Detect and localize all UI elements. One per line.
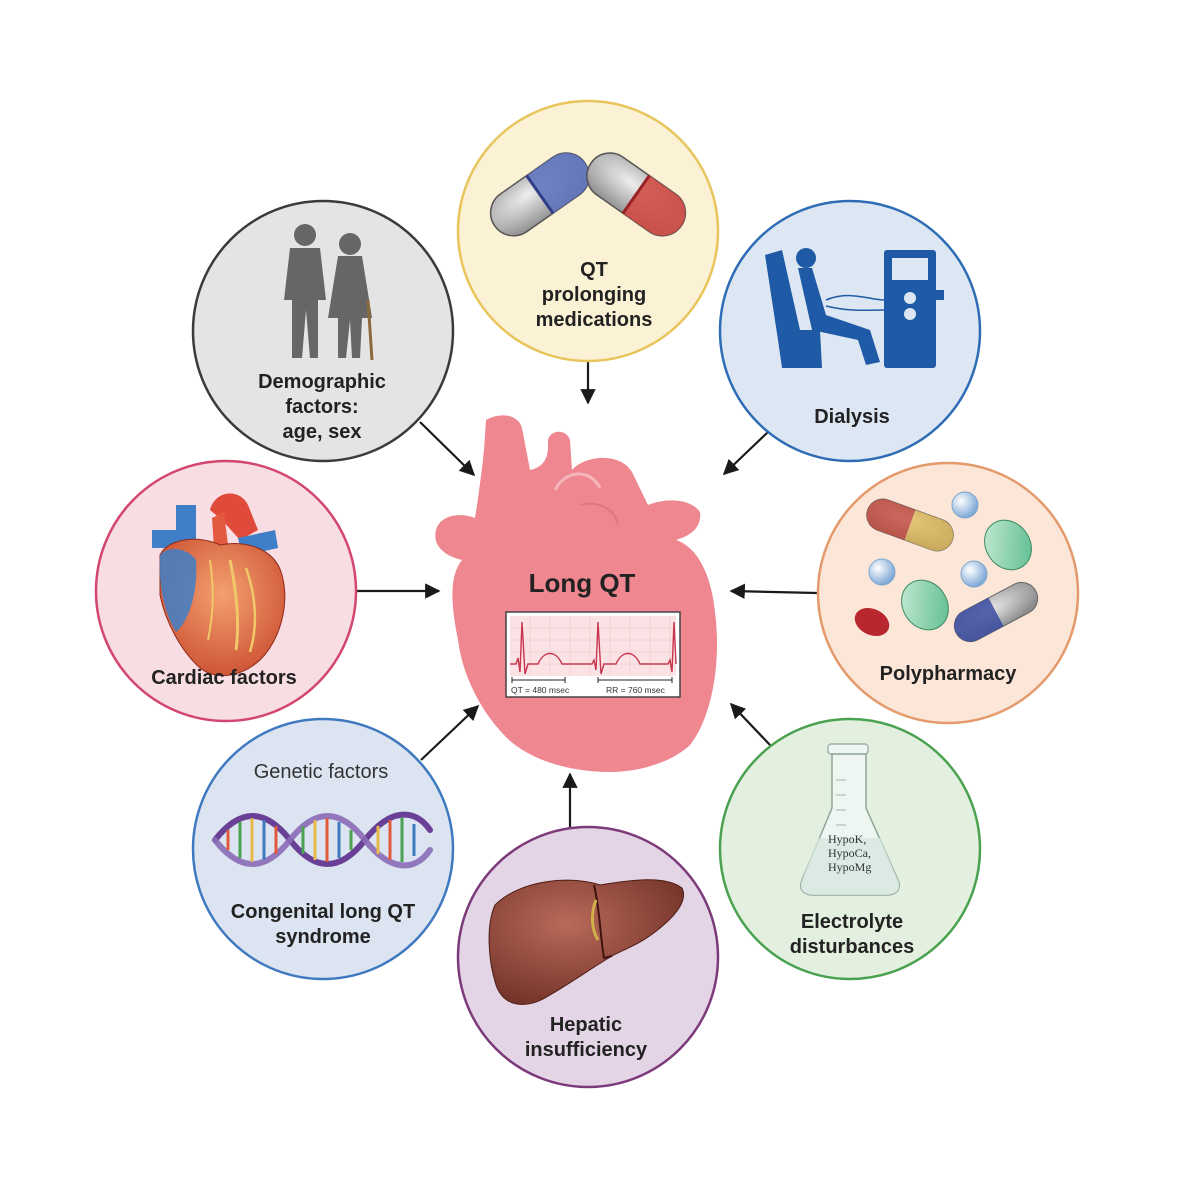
qt-interval-label: QT = 480 msec — [511, 685, 570, 695]
arrow-congenital — [420, 704, 480, 761]
circle-medications — [456, 99, 720, 363]
dialysis-icon — [765, 248, 944, 368]
label-congenital: Congenital long QT syndrome — [231, 900, 415, 950]
label-line: Genetic factors — [253, 761, 389, 783]
circle-electrolyte — [718, 717, 982, 981]
arrow-demographic — [419, 421, 476, 477]
label-line: Hepatic — [549, 1014, 623, 1036]
label-dialysis: Dialysis — [814, 405, 890, 430]
arrow-dialysis — [722, 431, 769, 476]
label-line: medications — [535, 309, 653, 331]
capsule-pair-icon — [489, 152, 687, 237]
circle-polypharmacy — [816, 461, 1080, 725]
circle-cardiac — [94, 459, 358, 723]
arrow-electrolyte — [729, 702, 771, 746]
pills-icon — [854, 491, 1039, 643]
label-line: Polypharmacy — [879, 663, 1017, 685]
liver-icon — [488, 879, 684, 1005]
elderly-couple-icon — [284, 224, 374, 361]
label-demographic: Demographic factors: age, sex — [258, 370, 386, 445]
circle-congenital — [191, 717, 455, 981]
flask-line: HypoCa, — [828, 846, 871, 860]
label-line: Cardiac factors — [151, 667, 297, 689]
rr-interval-label: RR = 760 msec — [606, 685, 665, 695]
circle-dialysis — [718, 199, 982, 463]
ecg-trace — [510, 621, 677, 675]
label-line: Demographic — [258, 371, 386, 393]
label-hepatic: Hepatic insufficiency — [525, 1013, 647, 1063]
label-line: age, sex — [282, 421, 362, 443]
label-medications: QT prolonging medications — [536, 258, 653, 333]
arrow-polypharmacy — [729, 583, 818, 600]
flask-line: HypoMg — [828, 860, 872, 874]
label-line: prolonging — [541, 284, 647, 306]
label-line: Congenital long QT — [230, 901, 416, 923]
ecg-strip — [505, 611, 681, 698]
dna-helix-icon — [212, 811, 433, 869]
label-line: Dialysis — [814, 406, 890, 428]
label-cardiac: Cardiac factors — [151, 666, 297, 691]
label-line: QT — [580, 259, 608, 281]
label-line: Electrolyte — [800, 911, 904, 933]
anatomical-heart-icon — [152, 493, 286, 677]
label-line: insufficiency — [524, 1039, 648, 1061]
flask-label: HypoK, HypoCa, HypoMg — [828, 832, 871, 874]
flask-icon — [800, 743, 900, 896]
circle-demographic — [191, 199, 455, 463]
circle-hepatic — [456, 825, 720, 1089]
label-line: factors: — [285, 396, 359, 418]
label-line: syndrome — [275, 926, 371, 948]
flask-line: HypoK, — [828, 832, 867, 846]
label-genetic-header: Genetic factors — [254, 760, 389, 785]
long-qt-title: Long QT — [528, 568, 636, 598]
label-line: disturbances — [789, 936, 915, 958]
label-electrolyte: Electrolyte disturbances — [790, 910, 914, 960]
label-polypharmacy: Polypharmacy — [880, 662, 1017, 687]
arrows — [357, 360, 818, 830]
